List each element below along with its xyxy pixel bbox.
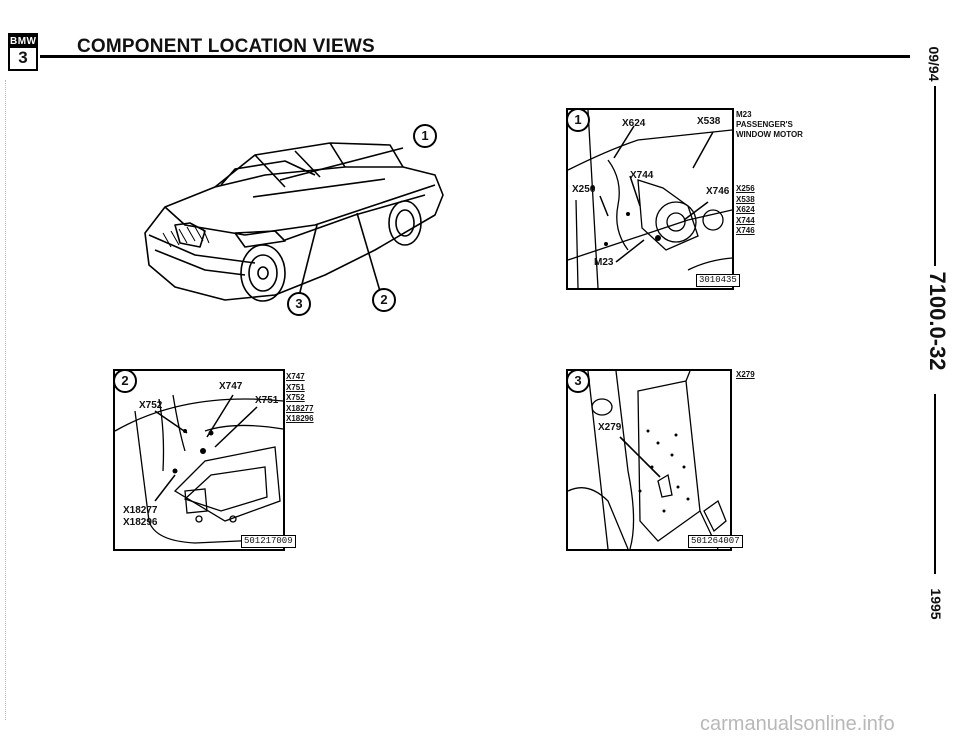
view2-connector-legend: X747 X751 X752 X18277 X18296 bbox=[286, 372, 314, 425]
view2-label-x18296: X18296 bbox=[123, 517, 158, 528]
view3-photo-id: 501264007 bbox=[688, 535, 743, 548]
legend-item: X752 bbox=[286, 393, 305, 402]
view2-label-x747: X747 bbox=[219, 381, 243, 392]
view1-label-x744: X744 bbox=[630, 170, 654, 181]
legend-item: X744 bbox=[736, 215, 755, 225]
view1-label-x624: X624 bbox=[622, 118, 646, 129]
overview-callout-1: 1 bbox=[413, 124, 437, 148]
logo-brand-text: BMW bbox=[10, 35, 37, 48]
bmw-series-logo: BMW 3 bbox=[8, 33, 38, 71]
view2-label-x751: X751 bbox=[255, 395, 279, 406]
detail-view-3: 3 X279 501264007 bbox=[566, 369, 743, 551]
view1-photo-id: 3010435 bbox=[696, 274, 740, 287]
legend-item: X18277 bbox=[286, 403, 314, 413]
page-edge-dots bbox=[5, 80, 6, 720]
overview-callout-3: 3 bbox=[287, 292, 311, 316]
view3-connector-legend: X279 bbox=[736, 370, 755, 381]
detail-view-2: 2 X747 X752 X751 X18277 X18296 501217009 bbox=[113, 369, 296, 551]
detail-view-1: 1 X624 X538 X744 X256 X746 M23 3010435 bbox=[566, 108, 740, 290]
legend-item: X746 bbox=[736, 226, 755, 235]
view3-callout: 3 bbox=[566, 369, 590, 393]
sidebar-manual-code: 7100.0-32 bbox=[925, 271, 950, 371]
view2-photo-id: 501217009 bbox=[241, 535, 296, 548]
legend-item: X18296 bbox=[286, 414, 314, 423]
view1-label-m23: M23 bbox=[594, 257, 614, 268]
view1-label-x538: X538 bbox=[697, 116, 721, 127]
sidebar-year: 1995 bbox=[928, 588, 944, 620]
view2-label-x752: X752 bbox=[139, 400, 163, 411]
view1-illustration bbox=[567, 109, 733, 289]
overview-callout-2: 2 bbox=[372, 288, 396, 312]
legend-item: X256 bbox=[736, 184, 755, 193]
view3-illustration bbox=[567, 370, 727, 550]
car-overview-illustration bbox=[144, 142, 444, 302]
legend-item: X279 bbox=[736, 370, 755, 379]
view1-description: M23 PASSENGER'S WINDOW MOTOR bbox=[736, 110, 803, 139]
view2-illustration bbox=[114, 394, 284, 544]
legend-item: X751 bbox=[286, 382, 305, 392]
view1-label-x256: X256 bbox=[572, 184, 596, 195]
legend-item: X538 bbox=[736, 194, 755, 204]
legend-item: X747 bbox=[286, 372, 305, 381]
view3-label-x279: X279 bbox=[598, 422, 622, 433]
view1-label-x746: X746 bbox=[706, 186, 730, 197]
sidebar-rule-top bbox=[934, 86, 936, 266]
view2-label-x18277: X18277 bbox=[123, 505, 158, 516]
view1-connector-legend: X256 X538 X624 X744 X746 bbox=[736, 184, 755, 237]
view2-callout: 2 bbox=[113, 369, 137, 393]
page-title: COMPONENT LOCATION VIEWS bbox=[77, 36, 375, 57]
logo-series-number: 3 bbox=[18, 48, 28, 67]
view1-callout: 1 bbox=[566, 108, 590, 132]
sidebar-rule-bottom bbox=[934, 394, 936, 574]
header-rule bbox=[40, 55, 910, 58]
watermark-text: carmanualsonline.info bbox=[700, 713, 895, 735]
legend-item: X624 bbox=[736, 205, 755, 214]
sidebar-date: 09/94 bbox=[926, 46, 942, 82]
